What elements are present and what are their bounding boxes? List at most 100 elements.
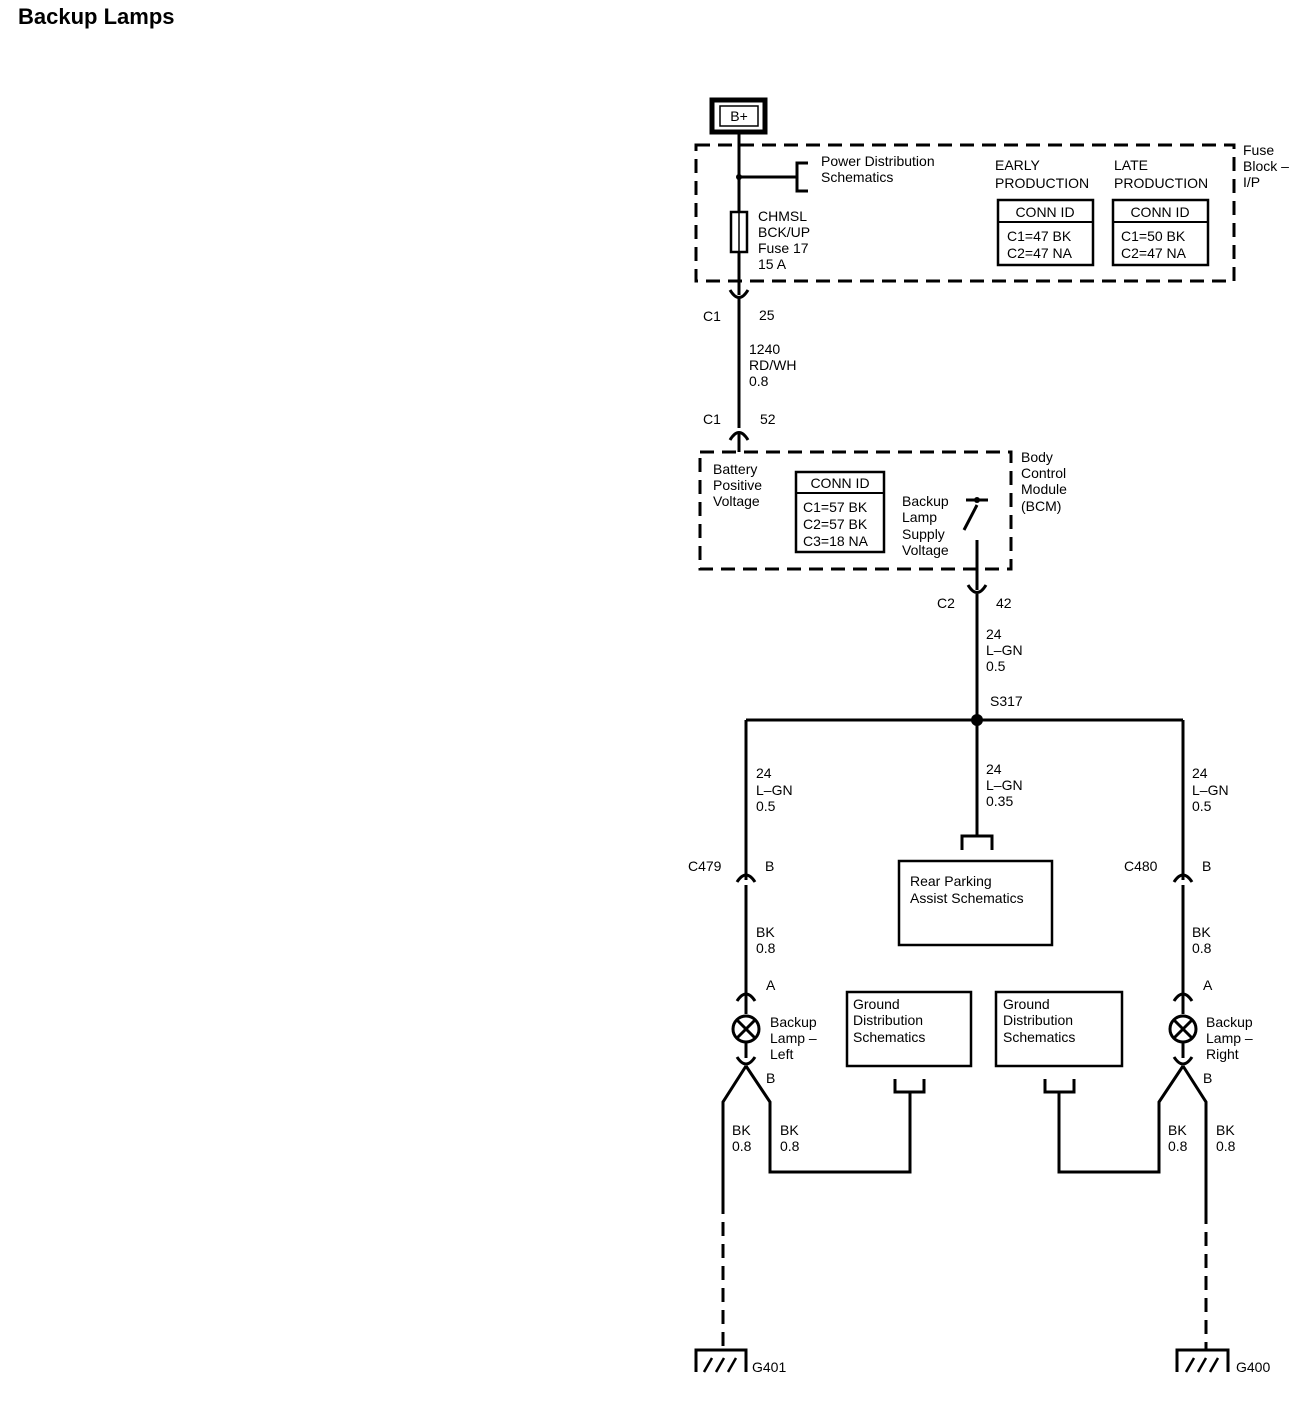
svg-text:(BCM): (BCM) (1021, 498, 1061, 514)
right-bk-wire-label: BK 0.8 (1192, 924, 1212, 956)
bcm-output-label: Backup Lamp Supply Voltage (902, 493, 949, 558)
backup-lamp-right-icon (1168, 1014, 1198, 1044)
fuse-17-label: CHMSL BCK/UP Fuse 17 15 A (758, 208, 810, 272)
left-lamp-pin-a: A (766, 977, 776, 993)
svg-text:L–GN: L–GN (756, 782, 793, 798)
left-ground-wire-b-label: BK 0.8 (780, 1122, 800, 1154)
backup-lamp-right-label: Backup Lamp – Right (1206, 1014, 1253, 1062)
battery-positive-source: B+ (709, 97, 768, 135)
backup-lamp-left-label: Backup Lamp – Left (770, 1014, 817, 1062)
svg-text:LATE: LATE (1114, 157, 1148, 173)
svg-text:0.8: 0.8 (1168, 1138, 1188, 1154)
b-plus-label: B+ (730, 108, 748, 124)
bcm-label: Body Control Module (BCM) (1021, 449, 1067, 514)
svg-text:Fuse 17: Fuse 17 (758, 240, 809, 256)
circuit-24-left-label: 24 L–GN 0.5 (756, 765, 793, 814)
svg-text:Lamp: Lamp (902, 509, 937, 525)
ground-g401-icon (694, 1348, 748, 1373)
svg-text:Voltage: Voltage (713, 493, 760, 509)
svg-text:L–GN: L–GN (986, 642, 1023, 658)
svg-text:Schematics: Schematics (853, 1029, 925, 1045)
svg-text:BK: BK (1168, 1122, 1187, 1138)
bcm-c2-pin-label: 42 (996, 595, 1012, 611)
ground-distribution-right-reference: Ground Distribution Schematics (994, 990, 1124, 1068)
backup-lamp-left-icon (731, 1014, 761, 1044)
c479-connector-label: C479 (688, 858, 722, 874)
svg-text:Block –: Block – (1243, 158, 1289, 174)
circuit-24-bcm-label: 24 L–GN 0.5 (986, 626, 1023, 674)
svg-text:Lamp –: Lamp – (1206, 1030, 1253, 1046)
svg-text:RD/WH: RD/WH (749, 357, 796, 373)
svg-text:Voltage: Voltage (902, 542, 949, 558)
svg-text:24: 24 (986, 761, 1002, 777)
svg-text:I/P: I/P (1243, 174, 1260, 190)
right-ground-wire-a-label: BK 0.8 (1168, 1122, 1188, 1154)
svg-text:Distribution: Distribution (1003, 1012, 1073, 1028)
left-bk-wire-label: BK 0.8 (756, 924, 776, 956)
rear-parking-assist-reference: Rear Parking Assist Schematics (897, 859, 1054, 947)
early-production-conn-id: EARLY PRODUCTION CONN ID C1=47 BK C2=47 … (995, 157, 1095, 267)
svg-text:BK: BK (780, 1122, 799, 1138)
c480-pin-label: B (1202, 858, 1211, 874)
ground-distribution-left-reference: Ground Distribution Schematics (845, 990, 973, 1068)
circuit-24-right-label: 24 L–GN 0.5 (1192, 765, 1229, 814)
svg-text:Lamp –: Lamp – (770, 1030, 817, 1046)
bcm-c2-connector-label: C2 (937, 595, 955, 611)
svg-text:15 A: 15 A (758, 256, 787, 272)
svg-text:Distribution: Distribution (853, 1012, 923, 1028)
svg-text:L–GN: L–GN (1192, 782, 1229, 798)
left-ground-wire-a-label: BK 0.8 (732, 1122, 752, 1154)
svg-text:Schematics: Schematics (821, 169, 893, 185)
svg-text:Ground: Ground (1003, 996, 1050, 1012)
svg-text:0.5: 0.5 (986, 658, 1006, 674)
bcm-c1-pin-label: 52 (760, 411, 776, 427)
fuse-block-label: Fuse Block – I/P (1243, 142, 1289, 190)
svg-text:BCK/UP: BCK/UP (758, 224, 810, 240)
svg-text:0.5: 0.5 (756, 798, 776, 814)
svg-text:PRODUCTION: PRODUCTION (1114, 175, 1208, 191)
svg-text:CHMSL: CHMSL (758, 208, 807, 224)
svg-text:Power Distribution: Power Distribution (821, 153, 935, 169)
svg-text:0.8: 0.8 (756, 940, 776, 956)
svg-text:C1=57 BK: C1=57 BK (803, 499, 868, 515)
svg-text:Left: Left (770, 1046, 793, 1062)
ground-g400-label: G400 (1236, 1359, 1270, 1375)
fuse-c1-connector-label: C1 (703, 308, 721, 324)
svg-text:0.8: 0.8 (1216, 1138, 1236, 1154)
svg-text:Backup: Backup (902, 493, 949, 509)
bcm-outline (698, 450, 1013, 571)
svg-text:BK: BK (1192, 924, 1211, 940)
svg-text:C2=57 BK: C2=57 BK (803, 516, 868, 532)
page-title: Backup Lamps (18, 4, 175, 29)
svg-text:0.8: 0.8 (780, 1138, 800, 1154)
svg-text:CONN ID: CONN ID (810, 475, 869, 491)
circuit-1240-label: 1240 RD/WH 0.8 (749, 341, 796, 389)
svg-text:C1=50 BK: C1=50 BK (1121, 228, 1186, 244)
right-ground-wire-b-label: BK 0.8 (1216, 1122, 1236, 1154)
svg-text:Body: Body (1021, 449, 1053, 465)
c480-connector-label: C480 (1124, 858, 1158, 874)
svg-text:Backup: Backup (770, 1014, 817, 1030)
right-lamp-pin-a: A (1203, 977, 1213, 993)
svg-text:Module: Module (1021, 481, 1067, 497)
svg-text:Right: Right (1206, 1046, 1239, 1062)
svg-text:Battery: Battery (713, 461, 757, 477)
svg-text:EARLY: EARLY (995, 157, 1041, 173)
svg-text:Positive: Positive (713, 477, 762, 493)
svg-text:Assist Schematics: Assist Schematics (910, 890, 1024, 906)
svg-text:Schematics: Schematics (1003, 1029, 1075, 1045)
svg-text:0.8: 0.8 (732, 1138, 752, 1154)
c479-pin-label: B (765, 858, 774, 874)
power-distribution-reference: Power Distribution Schematics (821, 153, 935, 185)
svg-text:Rear Parking: Rear Parking (910, 873, 992, 889)
svg-text:BK: BK (732, 1122, 751, 1138)
svg-text:BK: BK (756, 924, 775, 940)
svg-text:Backup: Backup (1206, 1014, 1253, 1030)
bcm-c1-connector-label: C1 (703, 411, 721, 427)
svg-text:Control: Control (1021, 465, 1066, 481)
svg-text:0.8: 0.8 (749, 373, 769, 389)
left-lamp-pin-b: B (766, 1070, 775, 1086)
svg-text:BK: BK (1216, 1122, 1235, 1138)
svg-text:C1=47 BK: C1=47 BK (1007, 228, 1072, 244)
